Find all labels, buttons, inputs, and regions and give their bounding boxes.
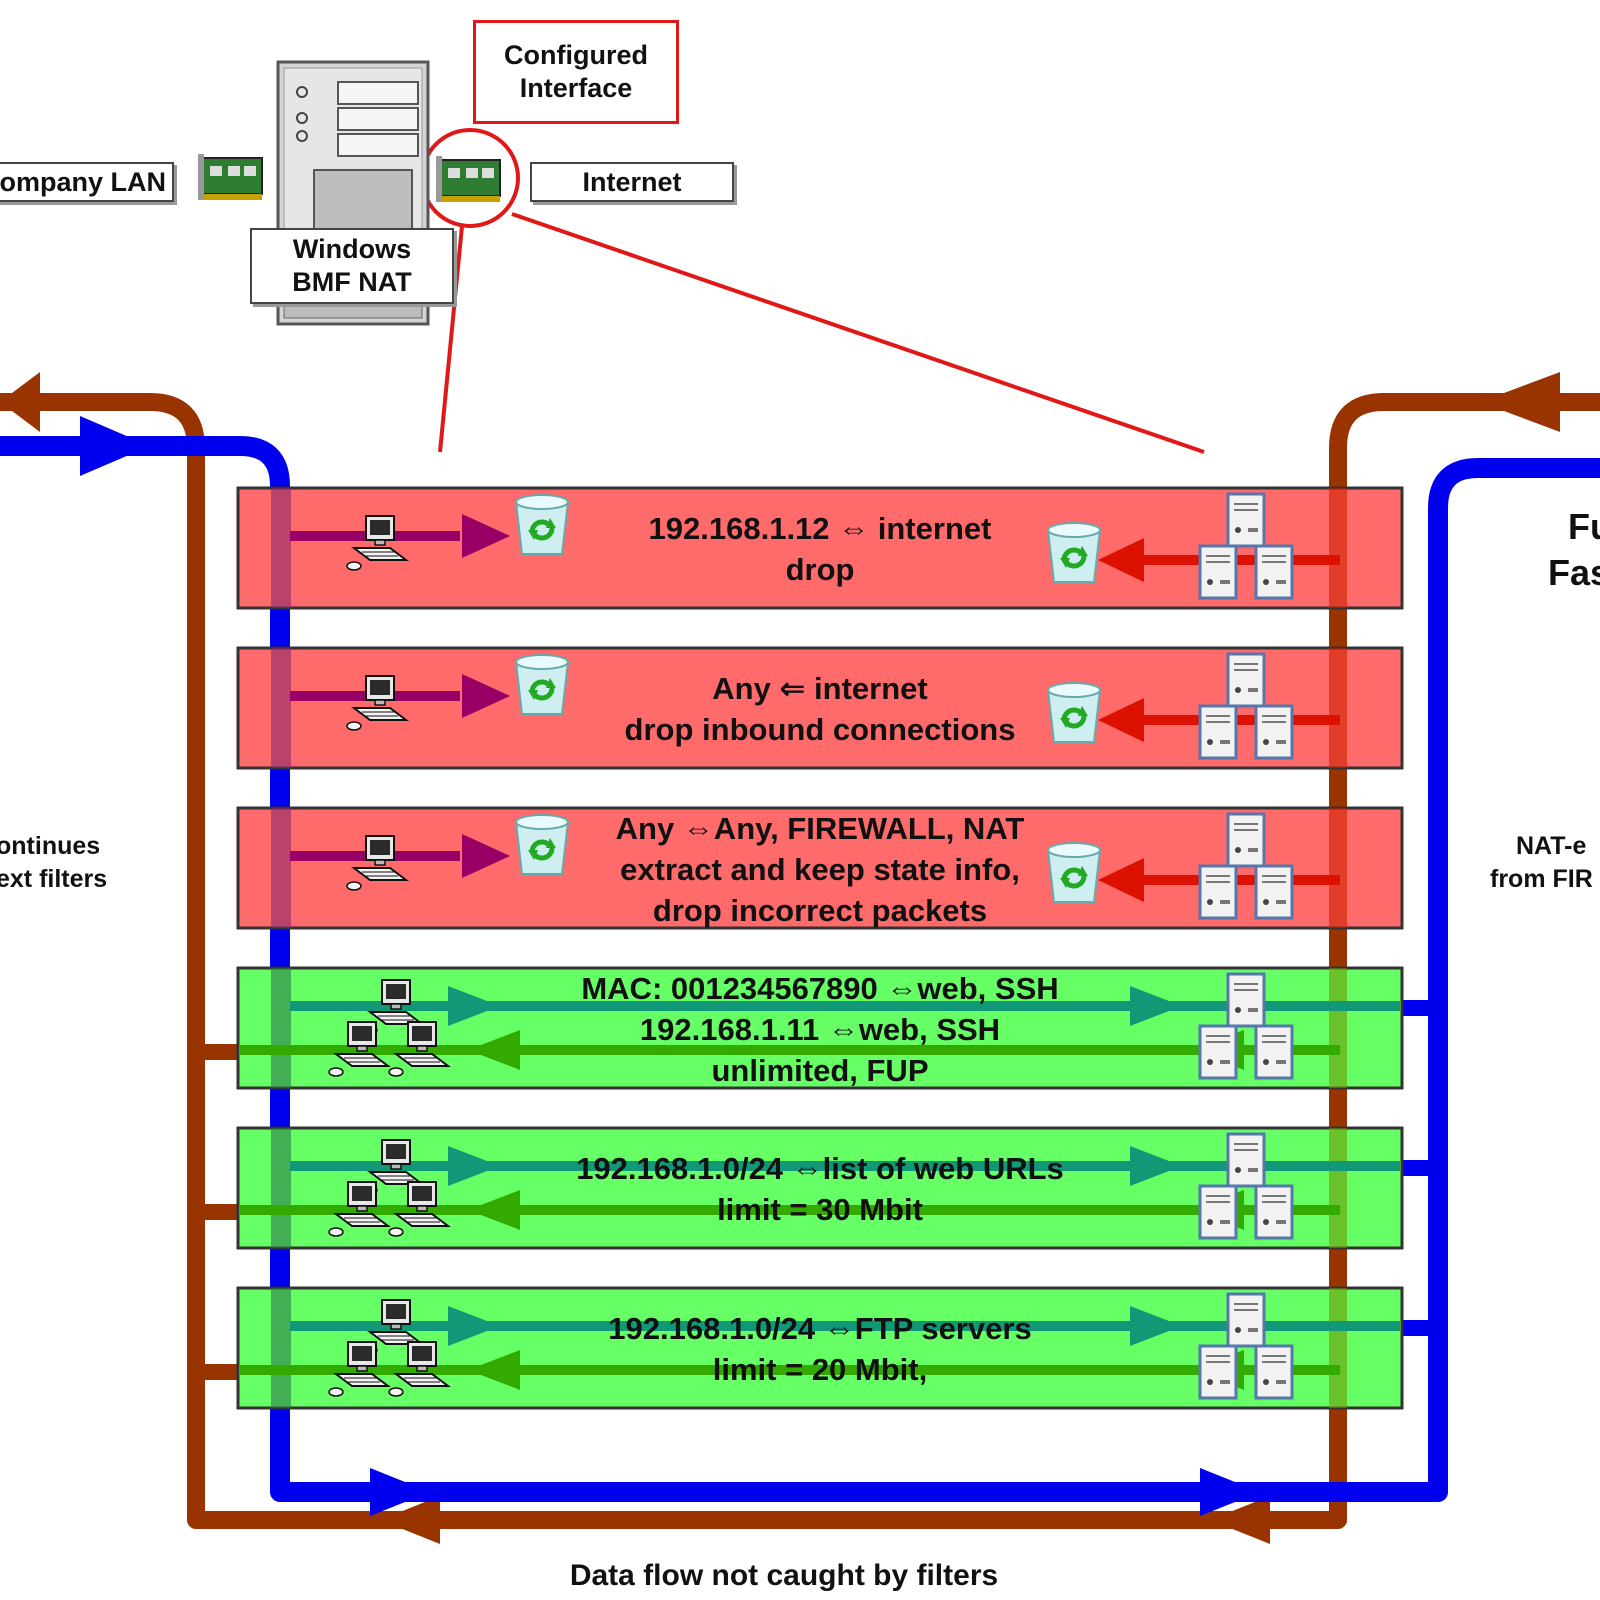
rule-line: extract and keep state info, [620,851,1020,887]
inbound-arrow-head [1098,858,1144,902]
outbound-arrow-head [462,834,510,878]
inbound-arrow-head-left [468,1350,520,1390]
right-note: NAT-e from FIR [1490,830,1593,896]
configured-label-line-2: Interface [519,73,633,103]
right-heading: Fu Fas [1548,504,1600,596]
right-pipe-overlay [1329,1288,1347,1408]
rule-bands [236,486,1404,1410]
rule-line: drop incorrect packets [652,892,988,928]
right-pipe-overlay [1329,1128,1347,1248]
left-note-line-1: ontinues [0,832,101,860]
rule-line: drop [785,552,855,587]
rule-line: 192.168.1.0/24 ⇔FTP servers [608,1311,1032,1346]
diagram-caption: Data flow not caught by filters [569,1559,999,1592]
rule-text-3: Any ⇔Any, FIREWALL, NAT extract and keep … [520,808,1120,931]
company-lan-label: Company LAN [0,162,174,202]
outbound-arrow-head-left [448,986,500,1026]
outbound-arrow-head-right [1130,1146,1182,1186]
lan-network-card-icon [197,153,263,201]
outbound-arrow-head-right [1130,986,1182,1026]
rule-text-5: 192.168.1.0/24 ⇔list of web URLs limit = … [520,1148,1120,1230]
rule-text-1: 192.168.1.12 ⇔ internet drop [520,508,1120,590]
rule-line: MAC: 001234567890 ⇔web, SSH [581,970,1059,1006]
rule-line: drop inbound connections [624,712,1016,747]
configured-interface-label: Configured Interface [473,20,679,124]
rule-line: 192.168.1.12 ⇔ internet [648,511,992,546]
outbound-arrow-head [462,674,510,718]
rule-band-3 [236,806,1404,930]
windows-nat-line-1: Windows [292,234,412,264]
configured-label-line-1: Configured [504,40,648,70]
outbound-arrow-head-left [448,1146,500,1186]
rule-line: limit = 30 Mbit [717,1192,923,1227]
right-heading-line-2: Fas [1548,552,1600,593]
left-pipe-overlay [271,1288,291,1408]
blue-flow-loop [0,416,1600,1516]
rule-text-4: MAC: 001234567890 ⇔web, SSH 192.168.1.11 … [520,968,1120,1091]
rule-line: limit = 20 Mbit, [712,1352,928,1387]
left-pipe-overlay [271,808,291,928]
windows-nat-label: Windows BMF NAT [250,228,454,304]
inbound-arrow-head-left [468,1030,520,1070]
rule-band-6 [236,1286,1404,1410]
rule-band-5 [236,1126,1404,1250]
left-pipe-overlay [271,968,291,1088]
right-heading-line-1: Fu [1568,506,1600,547]
windows-nat-line-2: BMF NAT [292,267,412,297]
rule-line: 192.168.1.0/24 ⇔list of web URLs [576,1151,1064,1186]
inbound-arrow-head [1098,698,1144,742]
rule-line: Any ⇔Any, FIREWALL, NAT [615,810,1025,846]
right-note-line-2: from FIR [1490,865,1593,893]
inbound-arrow-head-left [468,1190,520,1230]
rule-band-4 [236,966,1404,1090]
flow-branches [196,1000,1438,1380]
right-pipe-overlay [1329,648,1347,768]
rule-line: 192.168.1.11 ⇔web, SSH [639,1011,1001,1047]
left-pipe-overlay [271,488,291,608]
right-note-line-1: NAT-e [1516,832,1587,860]
company-lan-text: Company LAN [0,166,166,197]
right-pipe-overlay [1329,808,1347,928]
blue-arrow-head-left [80,416,150,476]
right-pipe-overlay [1329,488,1347,608]
left-note: ontinues ext filters [0,830,107,896]
brown-flow-loop [0,372,1600,1544]
rule-text-2: Any ⇐ internet drop inbound connections [520,668,1120,750]
outbound-arrow-head-right [1130,1306,1182,1346]
internet-text: Internet [582,166,682,197]
right-pipe-overlay [1329,968,1347,1088]
outbound-arrow-head-left [448,1306,500,1346]
internet-label: Internet [530,162,734,202]
rule-line: Any ⇐ internet [712,671,928,706]
outbound-arrow-head [462,514,510,558]
rule-text-6: 192.168.1.0/24 ⇔FTP servers limit = 20 Mb… [520,1308,1120,1390]
rule-line: unlimited, FUP [711,1052,929,1088]
left-pipe-overlay [271,1128,291,1248]
rule-band-1 [236,486,1404,610]
internet-network-card-icon [435,155,501,203]
brown-arrow-head-left [0,372,40,432]
left-note-line-2: ext filters [0,865,108,893]
brown-arrow-head-right [1480,372,1560,432]
inbound-arrow-head [1098,538,1144,582]
left-pipe-overlay [271,648,291,768]
rule-band-2 [236,646,1404,770]
